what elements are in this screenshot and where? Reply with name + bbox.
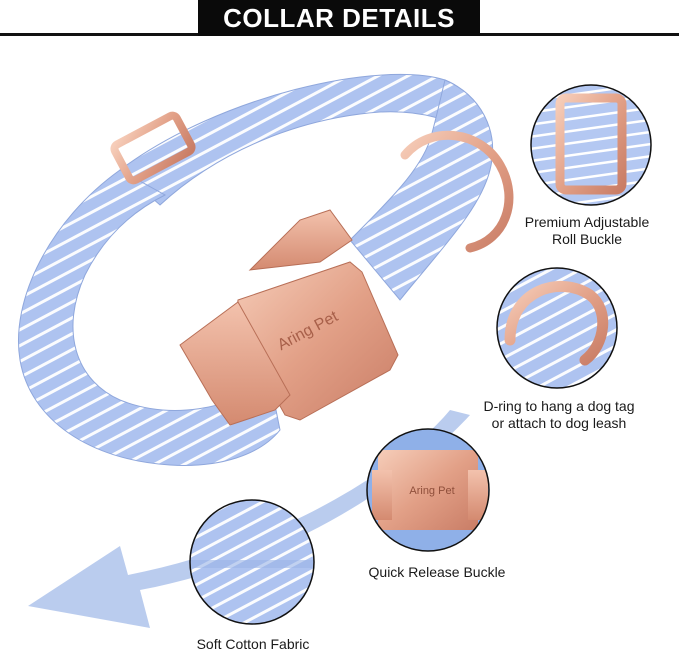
- caption-quick-release: Quick Release Buckle: [368, 564, 506, 580]
- buckle-male: [179, 301, 291, 426]
- d-ring: [400, 130, 514, 253]
- page-title: COLLAR DETAILS: [223, 2, 455, 33]
- detail-roll-buckle: [530, 84, 652, 206]
- caption-d-ring: D-ring to hang a dog tag or attach to do…: [483, 398, 635, 431]
- caption-roll-buckle: Premium Adjustable Roll Buckle: [524, 214, 650, 247]
- detail-quick-release: Aring Pet: [366, 428, 490, 552]
- caption-cotton-fabric: Soft Cotton Fabric: [196, 636, 310, 652]
- detail-cotton-fabric: [189, 499, 315, 625]
- title-box: COLLAR DETAILS: [198, 0, 480, 36]
- buckle-prong: [248, 209, 353, 271]
- roll-buckle: [110, 111, 196, 185]
- title-bar: COLLAR DETAILS: [0, 0, 679, 38]
- detail-d-ring: [496, 267, 618, 389]
- direction-arrow: [28, 410, 470, 628]
- detail-engraving: Aring Pet: [409, 485, 454, 497]
- collar-band-left: [18, 169, 281, 466]
